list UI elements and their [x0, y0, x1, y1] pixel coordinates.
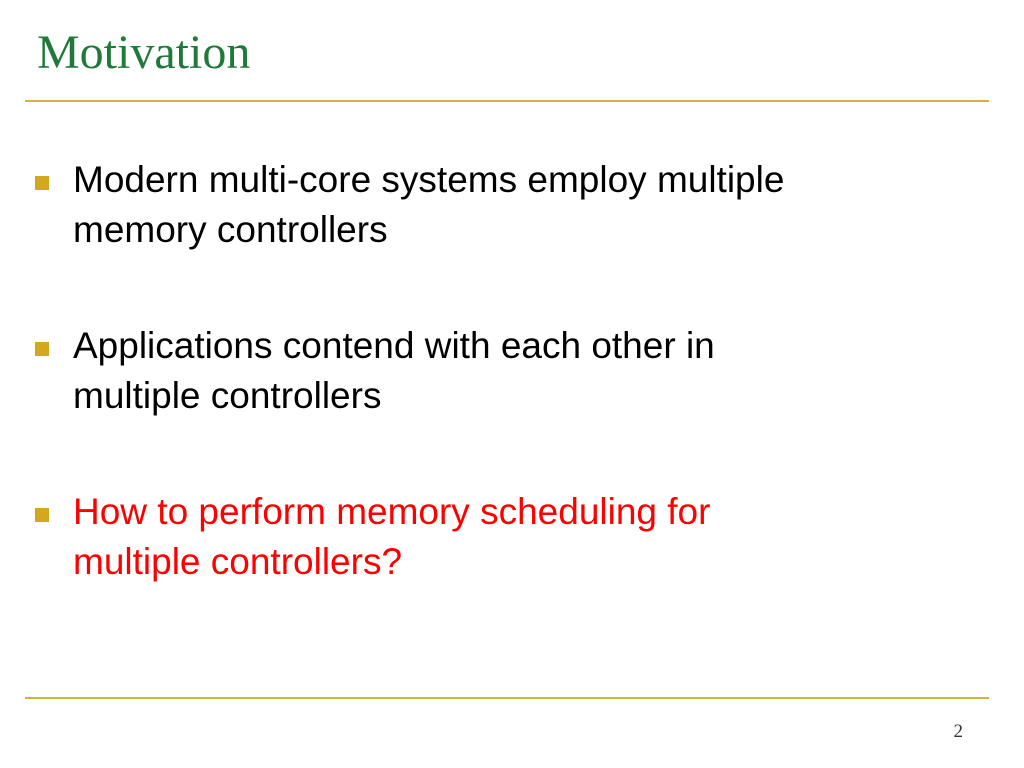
- bullet-item: Applications contend with each other in …: [0, 321, 1024, 437]
- bullet-text: Modern multi-core systems employ multipl…: [73, 155, 933, 255]
- bullet-line: How to perform memory scheduling for: [73, 491, 711, 532]
- bullet-item: Modern multi-core systems employ multipl…: [0, 155, 1024, 271]
- bullet-list: Modern multi-core systems employ multipl…: [0, 155, 1024, 603]
- bullet-text-highlight: How to perform memory scheduling for mul…: [73, 487, 933, 587]
- bullet-item: How to perform memory scheduling for mul…: [0, 487, 1024, 603]
- square-bullet-icon: [35, 508, 49, 522]
- slide-title: Motivation: [37, 26, 251, 79]
- bullet-line: memory controllers: [73, 209, 388, 250]
- footer-divider: [25, 697, 989, 699]
- bullet-line: Applications contend with each other in: [73, 325, 715, 366]
- slide-number: 2: [953, 721, 964, 742]
- square-bullet-icon: [35, 342, 49, 356]
- title-divider: [25, 100, 989, 102]
- square-bullet-icon: [35, 176, 49, 190]
- bullet-line: multiple controllers?: [73, 541, 403, 582]
- bullet-text: Applications contend with each other in …: [73, 321, 933, 421]
- bullet-line: Modern multi-core systems employ multipl…: [73, 159, 785, 200]
- bullet-line: multiple controllers: [73, 375, 382, 416]
